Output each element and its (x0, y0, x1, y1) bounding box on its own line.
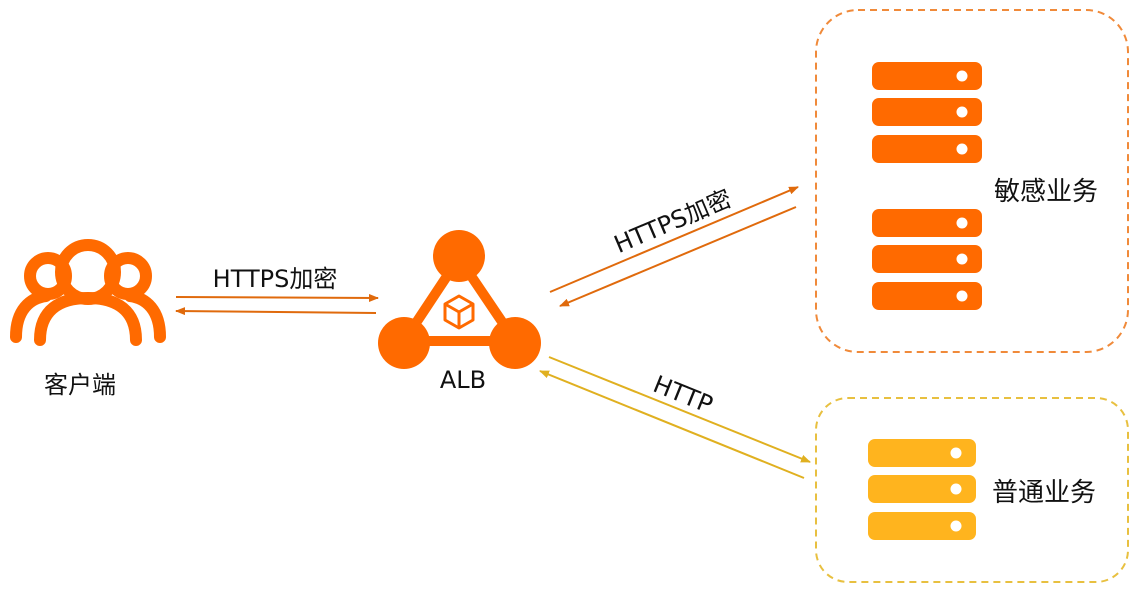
arrow-alb-to-normal (548, 356, 811, 463)
edge-label-client-alb: HTTPS加密 (213, 265, 338, 293)
normal-group: 普通业务 (815, 397, 1129, 583)
server-rack-icon (868, 439, 976, 540)
client-node: 客户端 (10, 239, 166, 399)
alb-node: ALB (378, 230, 541, 394)
sensitive-label: 敏感业务 (994, 177, 1098, 207)
normal-label: 普通业务 (992, 478, 1096, 508)
arrow-alb-to-sensitive (549, 186, 799, 293)
load-balancer-icon (378, 230, 541, 369)
arrow-sensitive-to-alb (559, 206, 797, 307)
edge-client-alb: HTTPS加密 (175, 265, 379, 316)
sensitive-group-border (815, 9, 1129, 353)
server-rack-icon (872, 62, 982, 163)
arrow-client-to-alb (175, 293, 379, 302)
edge-alb-sensitive: HTTPS加密 (549, 184, 799, 307)
arrow-alb-to-client (175, 307, 377, 316)
server-rack-icon (872, 209, 982, 310)
alb-label: ALB (440, 366, 486, 394)
client-label: 客户端 (44, 371, 116, 399)
users-icon (10, 239, 166, 346)
arrow-normal-to-alb (539, 370, 805, 479)
edge-alb-normal: HTTP (539, 356, 811, 479)
normal-group-border (815, 397, 1129, 583)
sensitive-group: 敏感业务 (815, 9, 1129, 353)
